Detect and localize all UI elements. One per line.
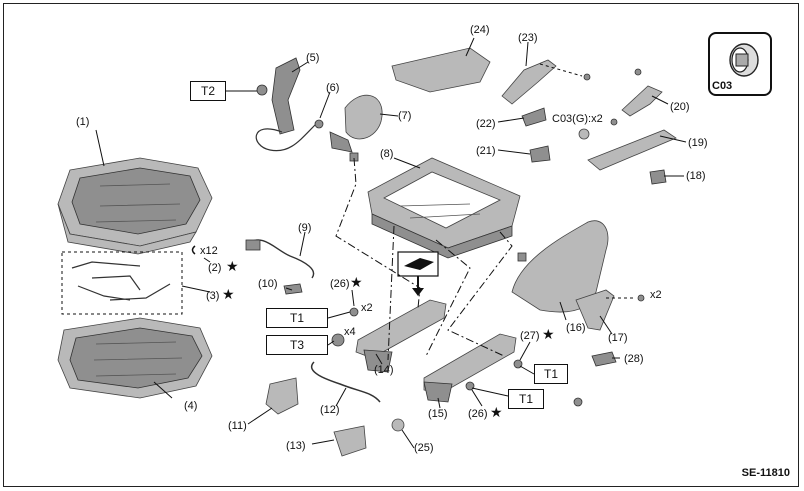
part-label-26-top: (26)	[330, 278, 350, 290]
clip-legend-box	[708, 32, 772, 96]
part-label-28: (28)	[624, 353, 644, 365]
clip-icon	[729, 43, 759, 77]
part-label-19: (19)	[688, 137, 708, 149]
seat-frame-drawing	[367, 157, 521, 259]
part-label-4: (4)	[184, 400, 198, 412]
part-label-16: (16)	[566, 322, 586, 334]
part-label-10: (10)	[258, 278, 278, 290]
part-label-9: (9)	[298, 222, 312, 234]
torque-box-t1-right-upper: T1	[534, 364, 568, 384]
torque-box-t1-left: T1	[266, 308, 328, 328]
quantity-x4: x4	[344, 326, 356, 338]
seat-cushion-cover-drawing	[57, 317, 213, 399]
part-label-12: (12)	[320, 404, 340, 416]
part-label-11: (11)	[228, 420, 247, 432]
part-label-13: (13)	[286, 440, 306, 452]
star-marker-26-bottom: ★	[490, 404, 503, 420]
part-label-18: (18)	[686, 170, 706, 182]
quantity-x2-right: x2	[650, 289, 662, 301]
part-label-1: (1)	[76, 116, 90, 128]
star-marker-26-top: ★	[350, 274, 363, 290]
part-label-7: (7)	[398, 110, 412, 122]
torque-box-t1-right-lower: T1	[508, 389, 544, 409]
part-label-6: (6)	[326, 82, 340, 94]
quantity-c03: C03(G):x2	[552, 113, 603, 125]
diagram-code: SE-11810	[741, 467, 790, 479]
star-marker-2: ★	[226, 258, 239, 274]
diagram-frame	[3, 3, 799, 487]
torque-box-t2: T2	[190, 81, 226, 101]
part-label-17: (17)	[608, 332, 628, 344]
part-label-22: (22)	[476, 118, 496, 130]
part-label-2: (2)	[208, 262, 222, 274]
part-label-21: (21)	[476, 145, 496, 157]
part-label-26-bottom: (26)	[468, 408, 488, 420]
quantity-x2-top: x2	[361, 302, 373, 314]
part-label-20: (20)	[670, 101, 690, 113]
part-label-14: (14)	[374, 364, 394, 376]
part-label-27: (27)	[520, 330, 540, 342]
part-label-5: (5)	[306, 52, 320, 64]
clip-legend-label: C03	[712, 80, 733, 92]
part-label-8: (8)	[380, 148, 394, 160]
quantity-x12: x12	[200, 245, 218, 257]
torque-box-t3: T3	[266, 335, 328, 355]
seat-cushion-pad-drawing	[57, 157, 213, 255]
part-label-25: (25)	[414, 442, 434, 454]
part-label-23: (23)	[518, 32, 538, 44]
star-marker-27: ★	[542, 326, 555, 342]
part-label-15: (15)	[428, 408, 448, 420]
star-marker-3: ★	[222, 286, 235, 302]
part-label-24: (24)	[470, 24, 490, 36]
part-label-3: (3)	[206, 290, 220, 302]
